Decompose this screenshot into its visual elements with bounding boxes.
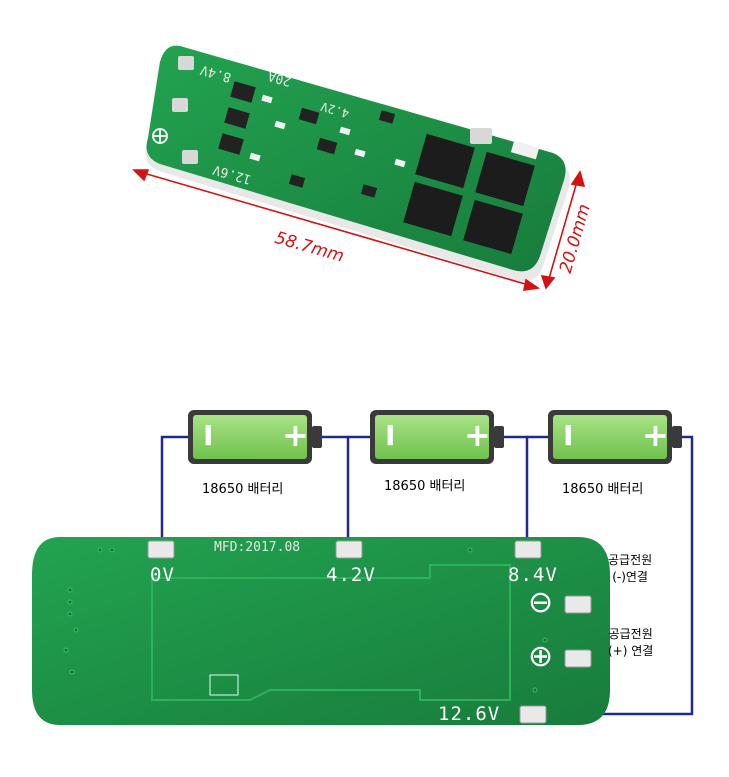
note-neg-line2: (-)연결 (612, 570, 648, 584)
bottom-pcb (32, 537, 610, 725)
pad-supply-neg (564, 595, 592, 614)
mosfet-2 (475, 151, 535, 207)
battery-2-minus-icon: I (385, 419, 396, 452)
battery-2-plus-icon: + (464, 416, 491, 454)
wires (160, 435, 694, 716)
pad-4-2v (335, 540, 363, 559)
battery-3 (548, 410, 682, 464)
top-text-20a: 20A (266, 68, 293, 89)
dimension-width-arrow (540, 170, 586, 290)
battery-2-label: 18650 배터리 (384, 479, 466, 494)
note-supply-positive: 공급전원 (+) 연결 (608, 626, 653, 660)
mosfet-4 (463, 199, 523, 255)
pad-top-3 (182, 150, 198, 164)
battery-3-plus-icon: + (642, 416, 669, 454)
battery-1 (188, 410, 322, 464)
note-supply-negative: 공급전원 (-)연결 (608, 552, 652, 586)
pad-4-2v-label: 4.2V (326, 564, 376, 586)
pad-12-6v (519, 705, 547, 724)
note-neg-line1: 공급전원 (608, 553, 653, 567)
pad-top-4 (470, 128, 492, 144)
pad-top-2 (172, 98, 188, 112)
pad-0v-label: 0V (150, 564, 175, 586)
note-pos-line2: (+) 연결 (608, 644, 654, 658)
plus-circle-icon: ⊕ (528, 639, 554, 674)
note-pos-line1: 공급전원 (608, 627, 653, 641)
pad-top-1 (178, 56, 194, 70)
battery-3-label: 18650 배터리 (562, 482, 644, 497)
battery-1-plus-icon: + (282, 416, 309, 454)
pad-8-4v-label: 8.4V (508, 564, 558, 586)
dimension-length-arrow (132, 169, 541, 291)
pad-8-4v (514, 540, 542, 559)
pad-0v (147, 540, 175, 559)
pad-supply-pos (564, 649, 592, 668)
minus-circle-icon: ⊖ (528, 585, 554, 620)
battery-2 (370, 410, 504, 464)
mosfet-1 (415, 133, 475, 189)
pad-12-6v-label: 12.6V (438, 703, 501, 725)
battery-1-label: 18650 배터리 (202, 482, 284, 497)
battery-1-minus-icon: I (203, 419, 214, 452)
battery-3-minus-icon: I (563, 419, 574, 452)
top-pcb (145, 45, 570, 282)
mfd-label: MFD:2017.08 (214, 540, 301, 555)
mosfet-3 (403, 181, 463, 237)
